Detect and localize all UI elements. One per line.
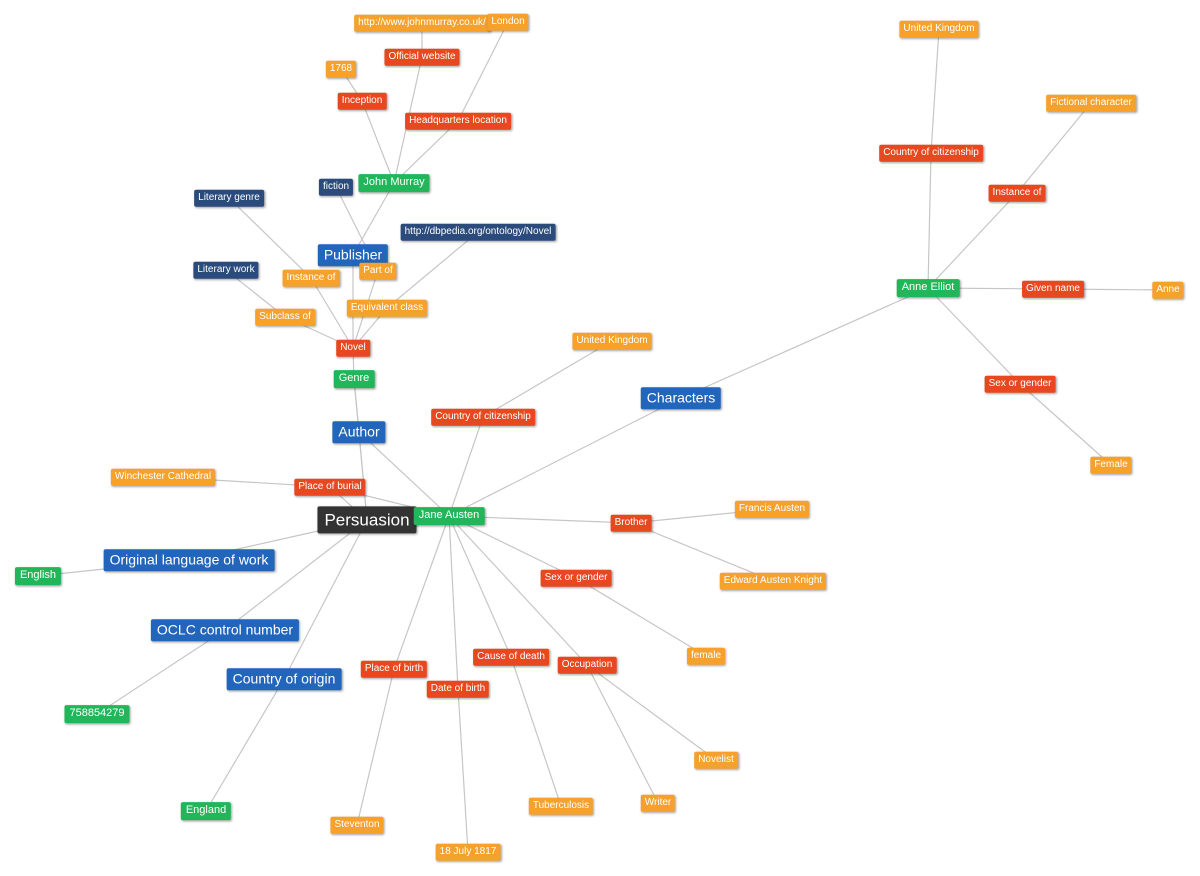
node-john-murray[interactable]: John Murray bbox=[358, 174, 430, 192]
node-part-of[interactable]: Part of bbox=[359, 262, 397, 280]
edge-instance_of_anne-fictional_character bbox=[1016, 102, 1092, 194]
edge-jane_austen-cause_death bbox=[448, 515, 512, 658]
node-d18july1817[interactable]: 18 July 1817 bbox=[435, 843, 501, 861]
edge-john_murray-inception bbox=[361, 100, 395, 184]
edge-hq_location-london bbox=[457, 21, 509, 122]
node-instance-of-anne[interactable]: Instance of bbox=[988, 184, 1046, 202]
node-anne[interactable]: Anne bbox=[1152, 281, 1184, 299]
edge-persuasion-oclc bbox=[224, 519, 368, 631]
node-given-name[interactable]: Given name bbox=[1022, 280, 1084, 298]
node-coc-jane[interactable]: Country of citizenship bbox=[431, 408, 535, 426]
node-winchester[interactable]: Winchester Cathedral bbox=[110, 468, 216, 486]
edge-sex_jane-female_jane bbox=[575, 577, 707, 657]
edge-brother-edward bbox=[630, 522, 774, 582]
edge-jane_austen-place_birth bbox=[393, 515, 450, 670]
edge-coc_jane-uk_jane bbox=[482, 340, 613, 418]
node-jm-url[interactable]: http://www.johnmurray.co.uk/ bbox=[354, 14, 490, 32]
node-jane-austen[interactable]: Jane Austen bbox=[413, 507, 485, 525]
edge-anne_elliot-coc_anne bbox=[927, 152, 932, 289]
node-hq-location[interactable]: Headquarters location bbox=[405, 112, 511, 130]
node-instance-of-novel[interactable]: Instance of bbox=[282, 269, 340, 287]
edge-jane_austen-sex_jane bbox=[448, 515, 577, 579]
edge-persuasion-country_origin bbox=[283, 519, 368, 680]
edge-jane_austen-occupation bbox=[448, 515, 588, 666]
node-oclc-num[interactable]: 758854279 bbox=[64, 705, 130, 723]
node-fictional-character[interactable]: Fictional character bbox=[1046, 94, 1136, 112]
node-oclc[interactable]: OCLC control number bbox=[150, 619, 300, 641]
edge-author-jane_austen bbox=[358, 431, 450, 517]
edge-john_murray-hq_location bbox=[393, 120, 459, 184]
node-coc-anne[interactable]: Country of citizenship bbox=[879, 144, 983, 162]
node-fiction[interactable]: fiction bbox=[318, 178, 354, 196]
edge-occupation-writer bbox=[586, 664, 659, 804]
node-subclass-of[interactable]: Subclass of bbox=[255, 308, 315, 326]
node-genre[interactable]: Genre bbox=[333, 370, 375, 388]
edge-date_birth-d18july1817 bbox=[457, 688, 469, 853]
edge-characters-anne_elliot bbox=[680, 287, 929, 399]
node-literary-work[interactable]: Literary work bbox=[193, 261, 259, 279]
node-official-website[interactable]: Official website bbox=[384, 48, 460, 66]
node-literary-genre[interactable]: Literary genre bbox=[194, 189, 264, 207]
edge-place_birth-steventon bbox=[356, 668, 395, 826]
node-persuasion[interactable]: Persuasion bbox=[317, 506, 417, 534]
node-occupation[interactable]: Occupation bbox=[557, 656, 617, 674]
edge-instance_of_novel-novel bbox=[310, 277, 354, 349]
node-sex-anne[interactable]: Sex or gender bbox=[984, 375, 1056, 393]
node-characters[interactable]: Characters bbox=[640, 387, 722, 409]
node-uk-anne[interactable]: United Kingdom bbox=[899, 20, 979, 38]
node-female-jane[interactable]: female bbox=[686, 647, 726, 665]
node-brother[interactable]: Brother bbox=[610, 514, 652, 532]
edge-occupation-novelist bbox=[586, 664, 717, 761]
node-place-birth[interactable]: Place of birth bbox=[360, 660, 428, 678]
edge-jane_austen-coc_jane bbox=[448, 416, 484, 517]
node-tuberculosis[interactable]: Tuberculosis bbox=[528, 797, 594, 815]
node-date-birth[interactable]: Date of birth bbox=[426, 680, 490, 698]
edge-anne_elliot-instance_of_anne bbox=[927, 192, 1018, 289]
node-english[interactable]: English bbox=[14, 567, 62, 585]
edge-cause_death-tuberculosis bbox=[510, 656, 562, 807]
edge-anne_elliot-sex_anne bbox=[927, 287, 1021, 385]
node-anne-elliot[interactable]: Anne Elliot bbox=[896, 279, 960, 297]
edge-jane_austen-date_birth bbox=[448, 515, 459, 690]
node-inception[interactable]: Inception bbox=[337, 92, 387, 110]
node-uk-jane[interactable]: United Kingdom bbox=[572, 332, 652, 350]
node-francis[interactable]: Francis Austen bbox=[734, 500, 810, 518]
edge-country_origin-england bbox=[205, 678, 285, 812]
edge-literary_genre-instance_of_novel bbox=[228, 197, 312, 279]
edge-publisher-john_murray bbox=[352, 182, 395, 256]
edge-jane_austen-characters bbox=[448, 397, 682, 517]
node-author[interactable]: Author bbox=[332, 421, 386, 443]
edge-oclc-oclc_num bbox=[96, 629, 226, 715]
node-orig-lang[interactable]: Original language of work bbox=[103, 549, 275, 571]
node-edward[interactable]: Edward Austen Knight bbox=[719, 572, 827, 590]
edge-dbpedia_novel-equivalent_class bbox=[386, 231, 479, 309]
node-london[interactable]: London bbox=[487, 13, 529, 31]
node-publisher[interactable]: Publisher bbox=[317, 244, 389, 266]
node-sex-jane[interactable]: Sex or gender bbox=[540, 569, 612, 587]
edge-coc_anne-uk_anne bbox=[930, 28, 940, 154]
node-steventon[interactable]: Steventon bbox=[330, 816, 384, 834]
node-y1768[interactable]: 1768 bbox=[325, 60, 357, 78]
node-england[interactable]: England bbox=[180, 802, 232, 820]
node-writer[interactable]: Writer bbox=[640, 794, 676, 812]
edge-sex_anne-female_anne bbox=[1019, 383, 1112, 466]
node-dbpedia-novel[interactable]: http://dbpedia.org/ontology/Novel bbox=[400, 223, 556, 241]
node-female-anne[interactable]: Female bbox=[1090, 456, 1132, 474]
node-cause-death[interactable]: Cause of death bbox=[473, 648, 549, 666]
node-novelist[interactable]: Novelist bbox=[694, 751, 738, 769]
node-place-burial[interactable]: Place of burial bbox=[294, 478, 366, 496]
node-novel[interactable]: Novel bbox=[336, 339, 370, 357]
node-equivalent-class[interactable]: Equivalent class bbox=[346, 299, 428, 317]
node-country-origin[interactable]: Country of origin bbox=[226, 668, 342, 690]
